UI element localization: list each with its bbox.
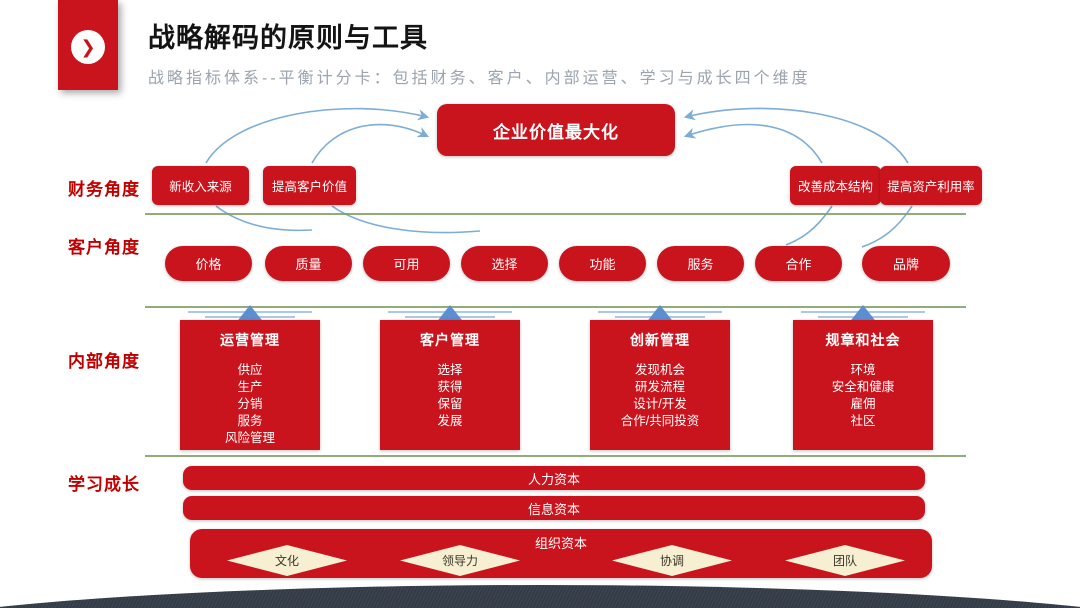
internal-item: 雇佣	[850, 397, 876, 411]
internal-group-title: 创新管理	[630, 332, 690, 348]
page-title: 战略解码的原则与工具	[148, 23, 428, 53]
internal-item: 合作/共同投资	[620, 414, 700, 428]
internal-group-title: 客户管理	[420, 332, 480, 348]
financial-row-label: 财务角度	[68, 180, 140, 199]
internal-group: 运营管理 供应 生产 分销 服务 风险管理	[180, 320, 320, 450]
customer-pill: 选择	[461, 246, 548, 281]
customer-pill: 品牌	[862, 246, 950, 281]
goal-box: 企业价值最大化	[437, 104, 675, 156]
divider-line	[145, 455, 966, 457]
up-arrow-icon	[848, 305, 878, 324]
internal-item: 发现机会	[634, 363, 685, 377]
internal-group-title: 运营管理	[220, 332, 280, 348]
internal-item: 设计/开发	[633, 397, 687, 411]
internal-group: 创新管理 发现机会 研发流程 设计/开发 合作/共同投资	[590, 320, 730, 450]
customer-pill: 服务	[657, 246, 744, 281]
learning-row-label: 学习成长	[68, 475, 140, 494]
customer-pill: 质量	[265, 246, 352, 281]
internal-item: 分销	[237, 397, 263, 411]
internal-item: 生产	[237, 380, 263, 394]
internal-item: 保留	[437, 397, 463, 411]
capital-bar: 信息资本	[183, 496, 925, 520]
internal-item: 环境	[850, 363, 876, 377]
internal-item: 社区	[850, 414, 876, 428]
internal-group: 规章和社会 环境 安全和健康 雇佣 社区	[793, 320, 933, 450]
customer-pill: 合作	[755, 246, 842, 281]
internal-group-title: 规章和社会	[825, 332, 901, 348]
financial-box: 改善成本结构	[790, 166, 881, 205]
customer-pill: 功能	[559, 246, 646, 281]
customer-row-label: 客户角度	[68, 238, 140, 257]
chevron-right-icon: ❯	[80, 37, 96, 57]
internal-item: 供应	[237, 363, 263, 377]
internal-item: 研发流程	[634, 380, 685, 394]
internal-item: 服务	[237, 414, 263, 428]
up-arrow-icon	[645, 305, 675, 324]
page-subtitle: 战略指标体系--平衡计分卡：包括财务、客户、内部运营、学习与成长四个维度	[148, 70, 811, 87]
internal-item: 发展	[437, 414, 463, 428]
internal-item: 获得	[437, 380, 463, 394]
customer-pill: 可用	[363, 246, 450, 281]
org-capital-title: 组织资本	[534, 536, 587, 551]
footer-arc	[0, 585, 1080, 608]
divider-line	[145, 213, 966, 215]
internal-item: 选择	[437, 363, 463, 377]
internal-item: 风险管理	[224, 431, 275, 445]
up-arrow-icon	[235, 305, 265, 324]
financial-box: 新收入来源	[152, 166, 249, 205]
divider-line	[145, 306, 966, 308]
capital-bar: 人力资本	[183, 466, 925, 490]
customer-pill: 价格	[165, 246, 252, 281]
up-arrow-icon	[435, 305, 465, 324]
chevron-circle: ❯	[71, 30, 105, 64]
internal-row-label: 内部角度	[68, 352, 140, 371]
corner-accent-block: ❯	[58, 0, 118, 90]
internal-item: 安全和健康	[831, 380, 895, 394]
financial-box: 提高客户价值	[263, 166, 356, 205]
internal-group: 客户管理 选择 获得 保留 发展	[380, 320, 520, 450]
financial-box: 提高资产利用率	[880, 166, 982, 205]
